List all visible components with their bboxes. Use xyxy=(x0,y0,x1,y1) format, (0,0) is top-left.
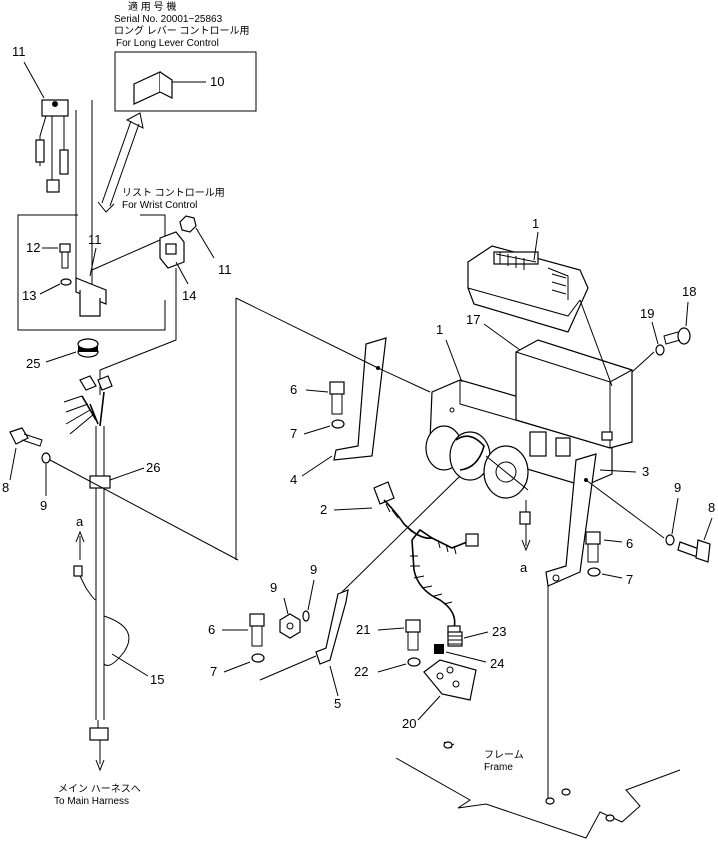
bracket-11-wrist xyxy=(75,277,107,317)
serial-note-jp: 適 用 号 機 xyxy=(128,0,176,13)
long-lever-inset-box xyxy=(114,51,257,112)
callout-23: 23 xyxy=(492,624,506,639)
washer-13 xyxy=(60,278,72,286)
frame-label-jp: フレーム xyxy=(484,749,524,761)
harness-2 xyxy=(373,481,479,637)
washer-19 xyxy=(655,344,665,356)
callout-6-upper: 6 xyxy=(290,382,297,397)
frame-label-en: Frame xyxy=(484,762,513,773)
frame-outline xyxy=(395,741,681,839)
callout-4: 4 xyxy=(290,472,297,487)
washer-9-right xyxy=(665,534,675,546)
mount-24 xyxy=(434,644,444,654)
callout-11-wrist: 11 xyxy=(88,232,102,247)
callout-15: 14 xyxy=(182,288,196,303)
grommet-25 xyxy=(77,338,99,358)
callout-2: 2 xyxy=(320,502,327,517)
bolt-21 xyxy=(405,619,421,651)
bolt-8-left xyxy=(9,427,43,447)
callout-13: 13 xyxy=(22,288,36,303)
callout-8-right: 8 xyxy=(708,500,715,515)
serial-note-en: Serial No. 20001~25863 xyxy=(114,14,223,25)
callout-14-nut: 11 xyxy=(218,262,232,277)
washer-9-center xyxy=(302,610,310,622)
callout-21: 21 xyxy=(356,622,370,637)
main-harness-en: To Main Harness xyxy=(54,796,129,807)
wrist-note-jp: リスト コントロール用 xyxy=(122,188,225,199)
mount-23 xyxy=(447,631,463,647)
connector-a-right-label: a xyxy=(520,560,528,575)
washer-22 xyxy=(407,657,421,667)
callout-9-right: 9 xyxy=(674,480,681,495)
connector-a-right xyxy=(519,500,531,552)
bracket-15 xyxy=(159,231,185,269)
callout-9-center: 9 xyxy=(310,562,317,577)
callout-10: 9 xyxy=(270,580,277,595)
callout-1-panel: 1 xyxy=(532,216,539,231)
bolt-8-right xyxy=(677,539,711,563)
callout-16: 15 xyxy=(150,672,164,687)
callout-26: 26 xyxy=(146,460,160,475)
callout-11-upper: 10 xyxy=(210,74,224,89)
callout-22: 22 xyxy=(354,664,368,679)
bracket-11-long-lever xyxy=(133,71,173,105)
callout-3: 3 xyxy=(642,464,649,479)
bracket-5 xyxy=(315,589,349,665)
callout-17: 17 xyxy=(466,312,480,327)
callout-19: 19 xyxy=(640,306,654,321)
callout-7-lower: 7 xyxy=(210,664,217,679)
callout-7-upper: 7 xyxy=(290,426,297,441)
cover-17 xyxy=(515,299,633,449)
wrist-inset-box xyxy=(17,214,166,331)
callout-14-switch: 11 xyxy=(12,44,26,59)
bolt-6-right xyxy=(585,531,601,563)
washer-7-right xyxy=(587,567,601,577)
callout-6-lower: 6 xyxy=(208,622,215,637)
callout-8-left: 8 xyxy=(2,480,9,495)
harness-16 xyxy=(63,268,177,772)
callout-9-left: 9 xyxy=(40,498,47,513)
callout-20: 20 xyxy=(402,716,416,731)
callout-6-right: 6 xyxy=(626,536,633,551)
plate-20 xyxy=(423,659,477,701)
bolt-12 xyxy=(59,243,71,269)
callout-18: 18 xyxy=(682,284,696,299)
washer-7-upper xyxy=(331,419,345,429)
bolt-6-upper xyxy=(329,381,345,415)
wrist-note-en: For Wrist Control xyxy=(122,200,197,211)
callout-7-right: 7 xyxy=(626,572,633,587)
screw-18 xyxy=(663,327,691,345)
connector-a-left: a xyxy=(76,514,84,529)
washer-7-lower xyxy=(251,653,265,663)
bolt-6-lower xyxy=(249,613,265,647)
long-lever-note-jp: ロング レバー コントロール用 xyxy=(114,24,250,37)
switch-14 xyxy=(35,99,69,193)
washer-9-left xyxy=(41,452,51,464)
callout-5: 5 xyxy=(334,696,341,711)
heater-unit-1 xyxy=(425,379,613,499)
main-harness-jp: メイン ハーネスへ xyxy=(58,783,141,795)
callout-24: 24 xyxy=(490,656,504,671)
callout-25: 25 xyxy=(26,356,40,371)
callout-1-heater: 1 xyxy=(436,322,443,337)
control-panel-1 xyxy=(467,245,589,333)
nut-10 xyxy=(279,613,301,639)
callout-12: 12 xyxy=(26,240,40,255)
long-lever-note-en: For Long Lever Control xyxy=(116,38,219,49)
nut-14 xyxy=(179,215,197,233)
inset-link-arrow xyxy=(97,112,144,213)
